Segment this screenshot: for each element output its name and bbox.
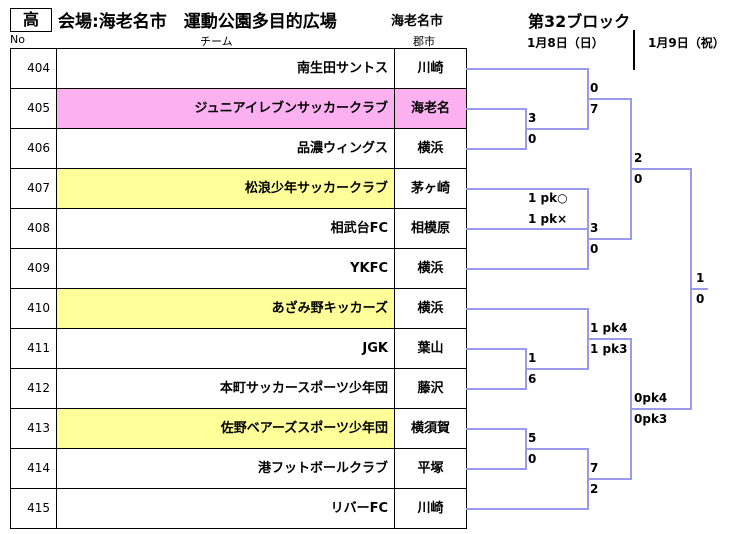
venue-title: 会場:海老名市 運動公園多目的広場 [58, 12, 337, 32]
column-header-city: 郡市 [413, 35, 435, 48]
team-name: JGK [57, 329, 395, 368]
team-city: 茅ヶ崎 [395, 169, 467, 208]
team-no: 415 [11, 489, 57, 528]
score-label: 1 pk○ [528, 191, 568, 205]
team-name: 南生田サントス [57, 49, 395, 88]
team-no: 412 [11, 369, 57, 408]
bracket-match-r1-1 [466, 188, 589, 230]
score-label: 1 [528, 351, 537, 365]
score-label: 2 [634, 151, 643, 165]
score-label: 7 [590, 461, 599, 475]
team-no: 410 [11, 289, 57, 328]
bracket-match-r3-0 [588, 98, 632, 240]
team-name: リバーFC [57, 489, 395, 528]
column-header-no: No [10, 33, 25, 46]
team-city: 横浜 [395, 129, 467, 168]
score-label: 2 [590, 482, 599, 496]
score-label: 0 [696, 292, 705, 306]
grade-label: 高 [10, 8, 52, 32]
team-name: あざみ野キッカーズ [57, 289, 395, 328]
team-city: 川崎 [395, 49, 467, 88]
score-label: 1 pk× [528, 212, 568, 226]
team-city: 横浜 [395, 289, 467, 328]
score-label: 3 [528, 111, 537, 125]
score-label: 5 [528, 431, 537, 445]
round-date-1: 1月8日（日） [527, 36, 604, 50]
team-name: 佐野ベアーズスポーツ少年団 [57, 409, 395, 448]
bracket-match-r1-2 [466, 348, 527, 390]
team-no: 404 [11, 49, 57, 88]
team-city: 海老名 [395, 89, 467, 128]
team-no: 411 [11, 329, 57, 368]
score-label: 0pk4 [634, 391, 668, 405]
team-name: 品濃ウィングス [57, 129, 395, 168]
bracket-match-r1-0 [466, 108, 527, 150]
team-city: 相模原 [395, 209, 467, 248]
team-city: 横須賀 [395, 409, 467, 448]
bracket-match-r2-1 [466, 209, 589, 270]
score-label: 1 pk4 [590, 321, 628, 335]
team-name: 相武台FC [57, 209, 395, 248]
block-title: 第32ブロック [528, 12, 631, 31]
bracket-match-r1-3 [466, 428, 527, 470]
bracket-match-r3-1 [588, 338, 632, 480]
team-name: 本町サッカースポーツ少年団 [57, 369, 395, 408]
score-label: 0 [590, 81, 599, 95]
score-label: 3 [590, 221, 599, 235]
score-label: 0 [590, 242, 599, 256]
score-label: 1 [696, 271, 705, 285]
round-date-2: 1月9日（祝） [648, 36, 725, 50]
score-label: 6 [528, 372, 537, 386]
score-label: 0pk3 [634, 412, 668, 426]
team-no: 409 [11, 249, 57, 288]
score-label: 7 [590, 102, 599, 116]
score-label: 1 pk3 [590, 342, 628, 356]
team-no: 408 [11, 209, 57, 248]
venue-city: 海老名市 [391, 14, 444, 29]
score-label: 0 [528, 452, 537, 466]
team-city: 藤沢 [395, 369, 467, 408]
team-no: 413 [11, 409, 57, 448]
team-name: 松浪少年サッカークラブ [57, 169, 395, 208]
team-no: 406 [11, 129, 57, 168]
date-separator [633, 30, 635, 70]
score-label: 0 [634, 172, 643, 186]
team-no: 414 [11, 449, 57, 488]
team-name: 港フットボールクラブ [57, 449, 395, 488]
score-label: 0 [528, 132, 537, 146]
team-no: 405 [11, 89, 57, 128]
bracket-match-final [631, 168, 692, 410]
team-name: YKFC [57, 249, 395, 288]
column-header-team: チーム [200, 35, 233, 48]
team-no: 407 [11, 169, 57, 208]
team-name: ジュニアイレブンサッカークラブ [57, 89, 395, 128]
